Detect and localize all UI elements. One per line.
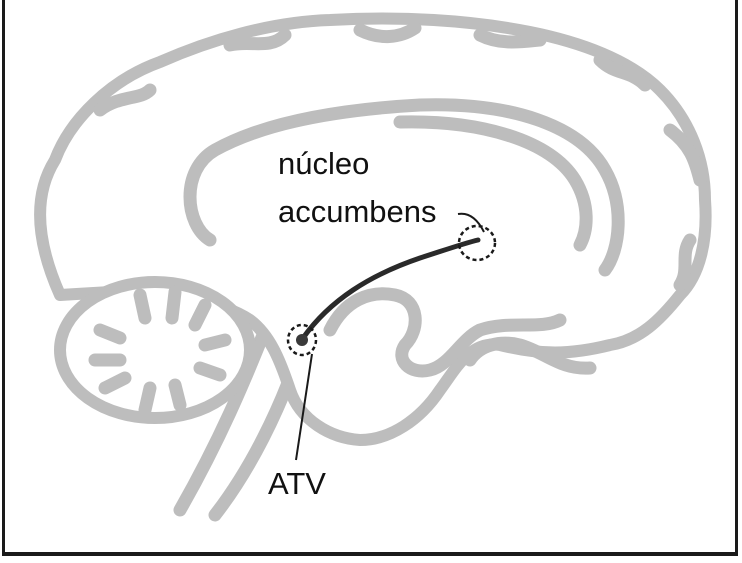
cerebral-gyri xyxy=(93,21,707,292)
thalamus-region xyxy=(323,287,567,378)
hypothalamus-region xyxy=(463,336,597,375)
vta-leader xyxy=(295,353,313,461)
figure-frame xyxy=(2,0,738,556)
cerebellum xyxy=(54,276,256,424)
corpus-callosum xyxy=(183,98,625,277)
cerebellum-folia xyxy=(88,285,232,417)
fornix-arc xyxy=(393,115,593,252)
nucleus-accumbens-leader xyxy=(457,212,485,233)
nucleus-accumbens-label-line2: accumbens xyxy=(278,194,437,229)
nucleus-accumbens-label-line1: núcleo xyxy=(278,146,370,181)
vta-label: ATV xyxy=(268,466,326,501)
vta-marker xyxy=(286,323,318,357)
nucleus-accumbens-marker xyxy=(457,224,497,262)
vta-dot xyxy=(296,334,308,346)
